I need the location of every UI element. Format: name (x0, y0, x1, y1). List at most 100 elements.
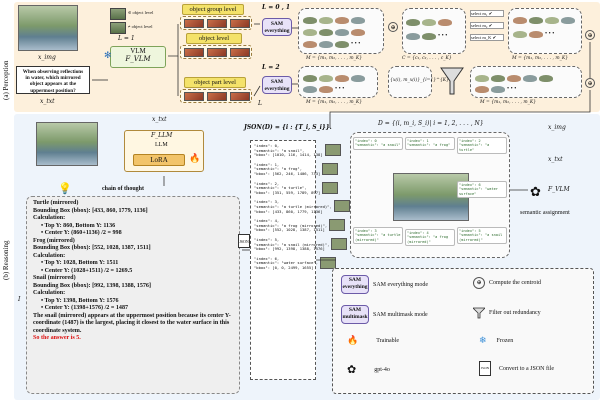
json-file-legend-icon: JSON (479, 361, 491, 376)
json-panel: "index": 0, "semantic": "a snail", "bbox… (250, 140, 350, 380)
object-part-level-tag: object part level (184, 77, 246, 88)
llm-label: LLM (155, 142, 168, 148)
gear-icon: ✻ (104, 50, 112, 60)
json-entry: "index": 3, "semantic": "a turtle (mirro… (254, 200, 350, 214)
selected-mask-set: • • • (508, 8, 582, 54)
sel-row-2: {x(i), m_x(i)}_{i=1}^{K} (390, 78, 449, 83)
c-row-1: C = {c₁, c₂, . . . , c_K} (402, 56, 452, 61)
scene-panel: "index": 0 "semantic": "a snail""index":… (350, 132, 510, 258)
json-entry: "index": 5, "semantic": "a snail (mirror… (254, 237, 348, 252)
json-title: JSON(D) = {i : {T_i, S_i}}. (244, 124, 332, 131)
scene-tag: "index": 0 "semantic": "a snail" (353, 137, 403, 150)
legend-trainable-text: Trainable (376, 337, 399, 344)
mask-row-2c (475, 75, 553, 82)
cot-line: Calculation: (33, 215, 66, 221)
object-thumb-a (184, 48, 204, 57)
json-file-icon-inline: JSON (238, 234, 250, 248)
x-txt-right: x_txt (548, 156, 563, 163)
json-entry-text: "index": 6, "semantic": "water surface",… (254, 255, 319, 270)
mask-set-1: • • • (298, 8, 384, 54)
scene-tag: "index": 3 "semantic": "a turtle (mirror… (353, 227, 403, 245)
sam-everything-legend-icon: SAM everything (341, 275, 369, 294)
json-entry: "index": 0, "semantic": "a snail", "bbox… (254, 143, 341, 158)
legend-sam-multimask-text: SAM multimask mode (373, 311, 428, 318)
cot-line: Turtle (mirrored) (33, 200, 79, 206)
i-label: I (18, 296, 21, 303)
json-entry: "index": 4, "semantic": "a frog (mirrore… (254, 218, 346, 233)
m-row-1: M = {m₁, m₂, . . . , m_K} (306, 56, 363, 61)
json-entry-thumb (329, 219, 346, 232)
legend-gpt4o-text: gpt-4o (374, 366, 390, 373)
m-row-2: M = {m₁, m₂, . . . , m_K} (306, 100, 363, 105)
m-row-1-right: M = {m₁, m₂, . . . , m_K} (512, 56, 569, 61)
lightbulb-icon: 💡 (58, 183, 72, 195)
mask-row-2a (303, 75, 365, 82)
mask-row-2d: • • • (475, 86, 516, 93)
f-vlm-right: F_VLM (548, 186, 570, 193)
part-thumb-2 (207, 92, 227, 101)
cot-line: • Center Y: (1398+1576) /2 = 1487 (41, 305, 129, 311)
centroid-row-a (406, 19, 452, 26)
centroid-icon: ⊕ (388, 22, 398, 32)
group-thumb-2 (207, 19, 227, 28)
json-list: "index": 0, "semantic": "a snail", "bbox… (254, 143, 350, 270)
part-level-images (180, 89, 252, 103)
legend-sam-multimask: SAM multimask SAM multimask mode (341, 305, 428, 324)
select-m2: select m₂ ✔ (470, 22, 504, 30)
cot-line: • Center Y: (860+1136) /2 = 998 (41, 230, 122, 236)
object-thumb-1 (110, 8, 126, 20)
legend-frozen: ❄ Frozen (479, 335, 513, 346)
mask-row-1b (303, 29, 365, 36)
object-thumb-b (207, 48, 227, 57)
cot-line: Bounding Box (bbox): [992, 1398, 1388, 1… (33, 282, 151, 289)
sam-multimask-legend-icon: SAM multimask (341, 305, 369, 324)
sel-set-2 (388, 66, 432, 98)
object-level-in: ∈ object level (128, 10, 154, 15)
sel-row-a (513, 17, 575, 24)
object-group-level-tag: object group level (182, 4, 244, 15)
json-entry-thumb (322, 162, 339, 175)
cot-line: • Center Y: (1028+1511) /2 = 1269.5 (41, 267, 133, 274)
group-level-images (180, 16, 252, 30)
openai-icon: ✿ (530, 184, 541, 199)
cot-line: Calculation: (33, 290, 66, 296)
object-level-images (180, 45, 252, 59)
scene-tag: "index": 2 "semantic": "a turtle" (457, 137, 507, 155)
cot-line: The snail (mirrored) appears at the uppe… (33, 312, 231, 334)
question-box: When observing reflections in water, whi… (16, 66, 90, 94)
scene-tag: "index": 5 "semantic": "a snail (mirrore… (457, 227, 507, 245)
x-img-label: x_img (38, 54, 56, 61)
x-txt-reasoning: x_txt (152, 116, 167, 123)
cot-line: Bounding Box (bbox): [552, 1028, 1387, 1… (33, 245, 151, 251)
legend-json: JSON Convert to a JSON file (479, 361, 554, 376)
json-entry: "index": 1, "semantic": "a frog", "bbox"… (254, 162, 339, 177)
vlm-box: VLM F_VLM (110, 46, 166, 68)
object-level-tag: object level (186, 33, 242, 44)
semantic-assignment-label: semantic assignment (520, 210, 570, 216)
sel-row-b: • • • (513, 31, 554, 38)
cot-line: Snail (mirrored) (33, 275, 76, 281)
l-eq-01: L = 0 , 1 (262, 4, 291, 11)
part-thumb-1 (184, 92, 204, 101)
f-llm-label: F_LLM (151, 132, 173, 139)
scene-tag: "index": 1 "semantic": "a frog" (405, 137, 455, 150)
json-entry-thumb (333, 200, 350, 213)
plus-icon-2: ⊕ (585, 78, 595, 88)
mask-row-2b: • • • (303, 86, 344, 93)
json-entry: "index": 2, "semantic": "a turtle", "bbo… (254, 181, 339, 196)
group-thumb-3 (230, 19, 250, 28)
l-axis-label: L (258, 100, 262, 107)
legend-frozen-text: Frozen (496, 337, 514, 344)
input-image (18, 5, 78, 51)
legend-filter-text: Filter out redundancy (489, 310, 541, 316)
sam-everything-box: SAM everything (262, 18, 292, 36)
cot-line: • Top Y: 1398, Bottom Y: 1576 (41, 297, 119, 304)
reasoning-image (36, 122, 98, 166)
legend-centroid: ⊕ Compute the centroid (473, 277, 541, 289)
object-level-notin: ≠ object level (128, 24, 153, 29)
json-entry-text: "index": 1, "semantic": "a frog", "bbox"… (254, 161, 321, 176)
centroid-legend-icon: ⊕ (473, 277, 485, 289)
centroid-panel: • • • (402, 8, 466, 54)
object-thumb-c (230, 48, 250, 57)
